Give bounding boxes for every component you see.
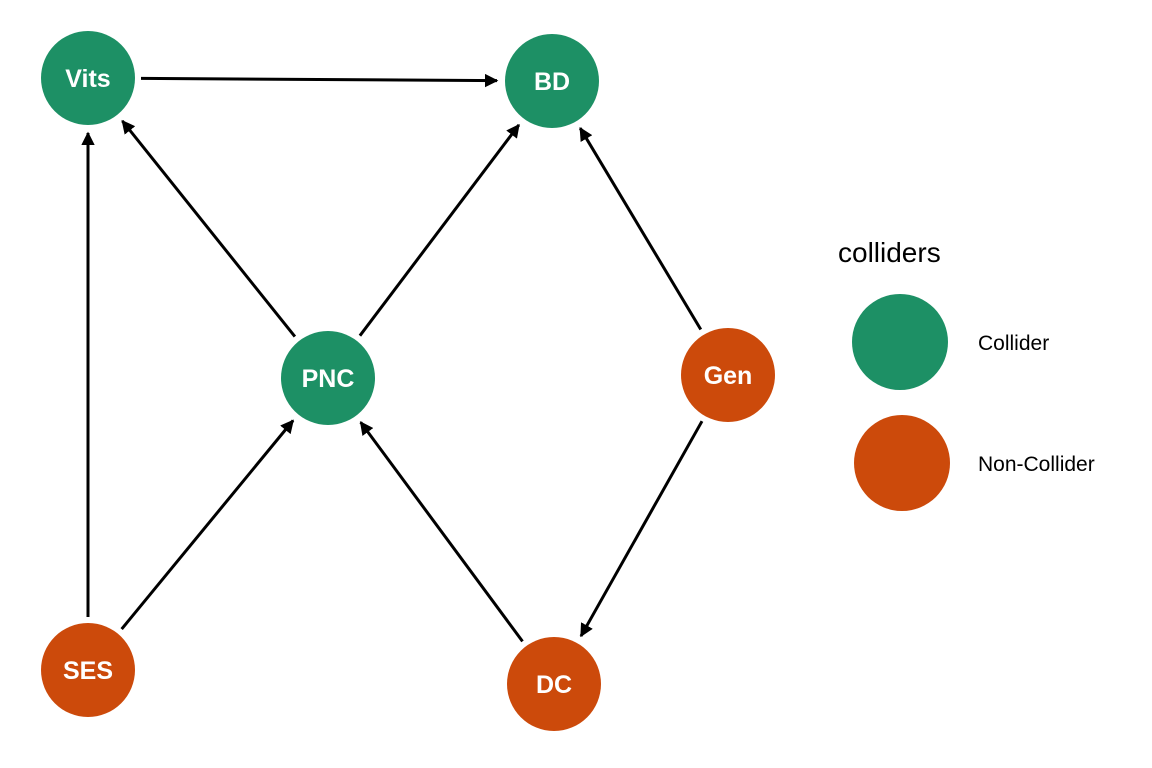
node-gen: Gen [681, 328, 775, 422]
node-circle-bd [505, 34, 599, 128]
node-circle-dc [507, 637, 601, 731]
edge-dc-to-pnc [359, 421, 524, 643]
node-pnc: PNC [281, 331, 375, 425]
node-circle-gen [681, 328, 775, 422]
node-label-bd: BD [534, 68, 570, 96]
edge-vits-to-bd [140, 73, 499, 88]
legend-swatch-collider [852, 294, 948, 390]
node-label-ses: SES [63, 657, 113, 685]
edge-pnc-to-vits [121, 119, 297, 338]
edges-group [81, 73, 704, 643]
legend-swatch-non-collider [854, 415, 950, 511]
node-circle-pnc [281, 331, 375, 425]
edge-gen-to-bd [578, 127, 703, 331]
node-vits: Vits [41, 31, 135, 125]
legend-label-collider: Collider [978, 332, 1049, 355]
legend-title: colliders [838, 237, 941, 268]
node-ses: SES [41, 623, 135, 717]
edge-pnc-to-bd [358, 123, 521, 337]
legend: colliders Collider Non-Collider [838, 237, 1095, 511]
node-dc: DC [507, 637, 601, 731]
edge-gen-to-dc [579, 420, 704, 638]
node-circle-ses [41, 623, 135, 717]
edge-ses-to-pnc [120, 419, 295, 631]
node-label-dc: DC [536, 671, 572, 699]
node-label-gen: Gen [704, 362, 753, 390]
node-label-vits: Vits [65, 65, 110, 93]
node-bd: BD [505, 34, 599, 128]
node-label-pnc: PNC [302, 365, 355, 393]
node-circle-vits [41, 31, 135, 125]
legend-label-non-collider: Non-Collider [978, 453, 1095, 476]
